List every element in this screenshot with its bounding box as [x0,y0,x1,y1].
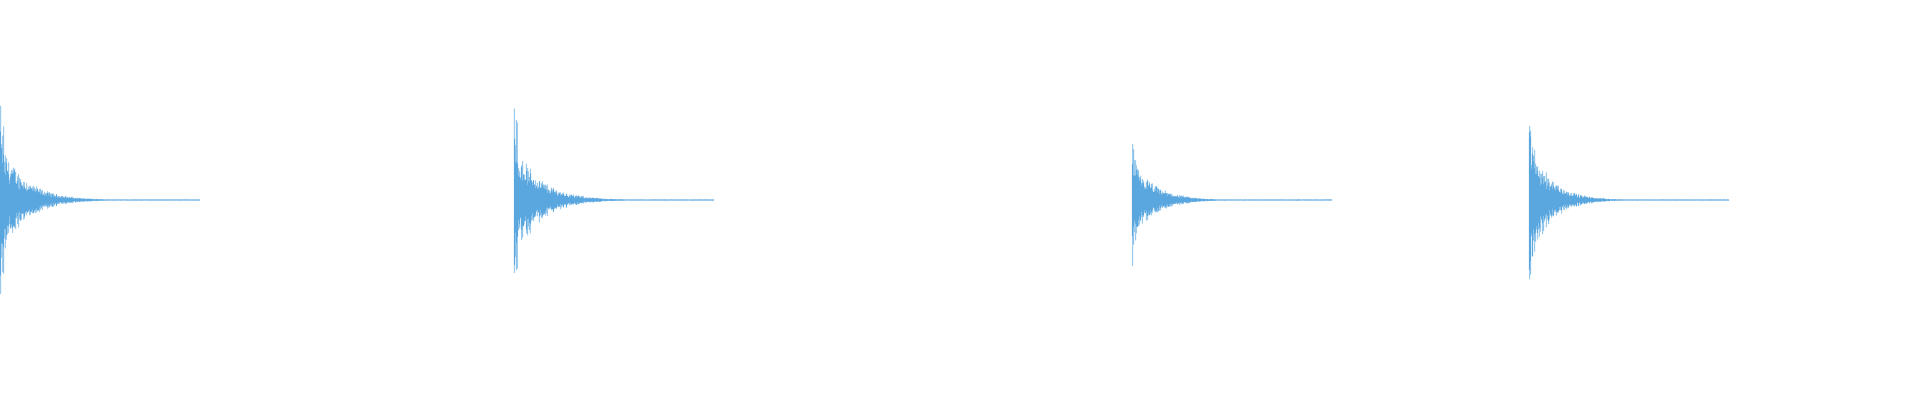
transient-1 [0,105,201,295]
waveform-layer [0,105,1730,295]
transient-waveform-4 [1528,125,1730,280]
transient-2 [513,108,715,273]
transient-waveform-2 [513,108,715,273]
transient-4 [1528,125,1730,280]
transient-waveform-3 [1131,143,1333,267]
transient-3 [1131,143,1333,267]
